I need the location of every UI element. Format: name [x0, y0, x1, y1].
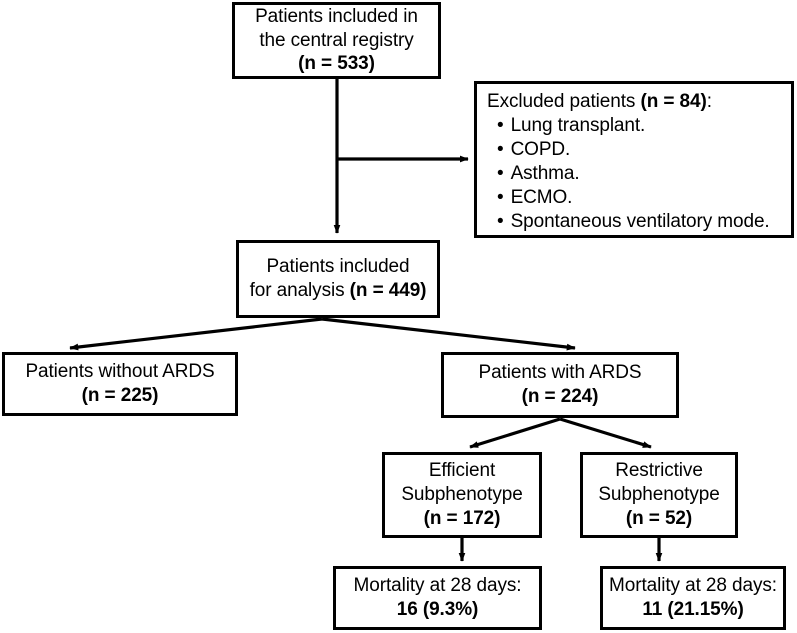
mortality-restrictive-label: Mortality at 28 days: — [609, 575, 777, 597]
mortality-efficient-value: 16 (9.3%) — [396, 599, 479, 620]
connector-ards-to-efficient — [469, 417, 561, 449]
node-patients-without-ards: Patients without ARDS (n = 225) — [2, 352, 238, 416]
node-patients-with-ards: Patients with ARDS (n = 224) — [441, 352, 679, 418]
efficient-count: (n = 172) — [423, 507, 501, 529]
excluded-item-label: Asthma. — [510, 162, 580, 184]
excluded-item: • ECMO. — [477, 186, 572, 210]
bullet-icon: • — [497, 114, 504, 136]
ards-line-1: Patients with ARDS — [478, 362, 642, 384]
excluded-item: • Spontaneous ventilatory mode. — [477, 210, 770, 234]
excluded-item-label: ECMO. — [510, 186, 573, 208]
node-patients-in-registry: Patients included in the central registr… — [232, 2, 441, 79]
excluded-heading: Excluded patients (n = 84): — [487, 91, 712, 112]
ards-count: (n = 224) — [521, 386, 599, 407]
mortality-efficient-label: Mortality at 28 days: — [353, 575, 522, 597]
no-ards-line-1: Patients without ARDS — [25, 361, 215, 383]
connector-analysis-to-no-ards — [69, 317, 323, 351]
node-efficient-subphenotype: Efficient Subphenotype (n = 172) — [382, 452, 542, 538]
analysis-line-1: Patients included — [266, 256, 410, 278]
efficient-line-1: Efficient — [428, 460, 496, 482]
excluded-item: • Lung transplant. — [477, 114, 645, 138]
node-restrictive-subphenotype: Restrictive Subphenotype (n = 52) — [580, 452, 738, 538]
efficient-line-2: Subphenotype — [401, 484, 523, 506]
restrictive-count: (n = 52) — [625, 507, 693, 529]
excluded-item: • COPD. — [477, 138, 570, 162]
bullet-icon: • — [497, 138, 504, 160]
mortality-restrictive-value: 11 (21.15%) — [642, 599, 744, 620]
bullet-icon: • — [497, 186, 504, 208]
excluded-item-label: COPD. — [510, 138, 571, 160]
excluded-item: • Asthma. — [477, 162, 580, 186]
connector-analysis-to-ards — [321, 317, 576, 351]
node-excluded-patients: Excluded patients (n = 84): • Lung transp… — [474, 81, 794, 238]
registry-line-2: the central registry — [259, 29, 414, 51]
bullet-icon: • — [497, 162, 504, 184]
excluded-item-label: Lung transplant. — [510, 114, 646, 136]
node-mortality-efficient: Mortality at 28 days: 16 (9.3%) — [333, 566, 542, 630]
connector-ards-to-restrictive — [559, 417, 652, 449]
registry-line-1: Patients included in — [255, 5, 418, 27]
no-ards-count: (n = 225) — [81, 385, 159, 406]
registry-count: (n = 533) — [298, 53, 375, 75]
bullet-icon: • — [497, 210, 504, 232]
node-patients-for-analysis: Patients included for analysis (n = 449) — [236, 240, 440, 318]
restrictive-line-2: Subphenotype — [598, 484, 720, 506]
analysis-line-2: for analysis (n = 449) — [249, 280, 427, 301]
restrictive-line-1: Restrictive — [615, 460, 703, 482]
excluded-item-label: Spontaneous ventilatory mode. — [510, 210, 770, 232]
node-mortality-restrictive: Mortality at 28 days: 11 (21.15%) — [600, 566, 786, 630]
